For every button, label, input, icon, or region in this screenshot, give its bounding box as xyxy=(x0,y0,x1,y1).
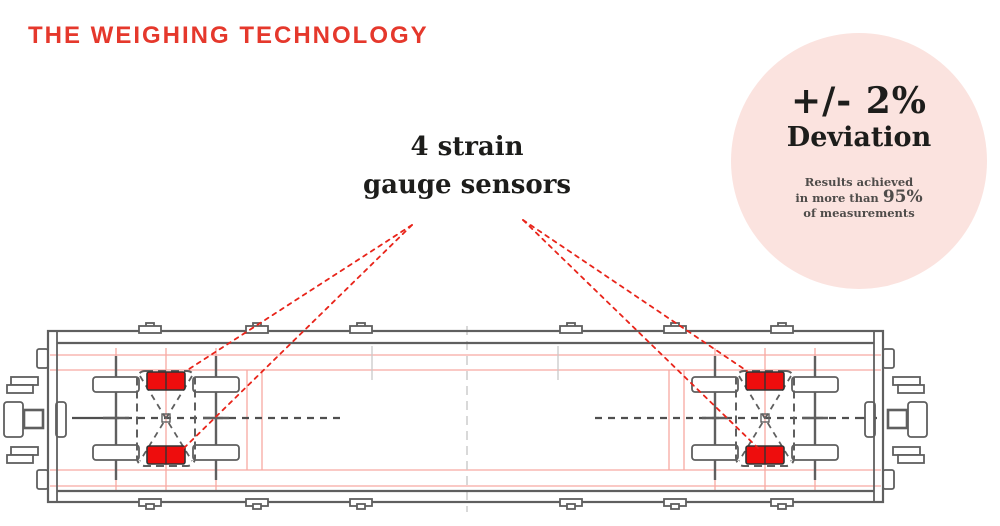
deviation-note: Results achieved in more than 95% of mea… xyxy=(731,175,987,221)
deviation-badge: +/- 2% Deviation Results achieved in mor… xyxy=(731,33,987,289)
sensor-label-line1: 4 strain xyxy=(410,132,524,162)
note-line2: in more than 95% xyxy=(795,187,923,207)
right-bogie xyxy=(690,346,840,492)
note-line3: of measurements xyxy=(803,206,915,220)
page-title: THE WEIGHING TECHNOLOGY xyxy=(28,22,429,49)
left-bogie xyxy=(91,346,241,492)
deviation-value: +/- 2% xyxy=(790,80,928,122)
center-lines xyxy=(72,326,877,512)
note-line1: Results achieved xyxy=(804,175,914,189)
deviation-label: Deviation xyxy=(786,122,932,153)
annotation-lines xyxy=(183,219,759,449)
construction-lines xyxy=(50,346,881,487)
sensor-label-line2: gauge sensors xyxy=(362,170,572,200)
sensor-count-label: 4 strain gauge sensors xyxy=(317,128,617,204)
note-highlight: 95% xyxy=(882,187,923,207)
wagon-body xyxy=(46,322,885,510)
